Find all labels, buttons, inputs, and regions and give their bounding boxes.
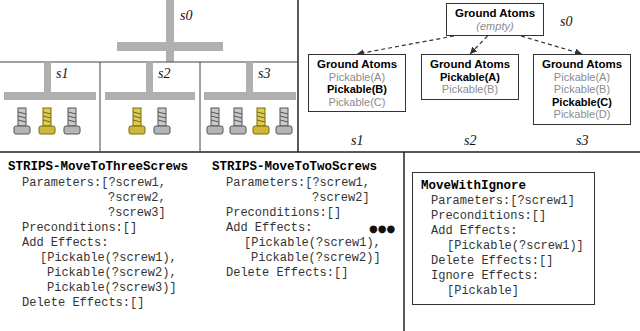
shelf-post bbox=[166, 51, 174, 62]
screw bbox=[64, 108, 80, 134]
screw bbox=[154, 108, 170, 134]
operator-line: Parameters:[?screw1, bbox=[226, 176, 370, 191]
panel-divider bbox=[0, 151, 640, 153]
operator-line: Add Effects: bbox=[22, 236, 108, 251]
operator-line: ?screw2] bbox=[312, 191, 370, 206]
operator-line: Add Effects: bbox=[226, 221, 312, 236]
operator-line: Pickable(?screw2), bbox=[47, 266, 177, 281]
operator-line: Delete Effects:[] bbox=[22, 296, 144, 311]
panel-divider bbox=[297, 0, 299, 152]
screw-pickable bbox=[129, 108, 145, 134]
operator-line: Preconditions:[] bbox=[421, 209, 584, 224]
operator-line: Delete Effects:[] bbox=[226, 266, 348, 281]
screw-pickable bbox=[253, 108, 269, 134]
state-label: s3 bbox=[258, 66, 270, 82]
shelf-bar bbox=[204, 92, 296, 100]
shelf-bar bbox=[117, 42, 223, 51]
atom-text: Pickable(B) bbox=[542, 83, 622, 96]
atom-text: (empty) bbox=[455, 20, 535, 33]
dashed-arrow bbox=[357, 36, 454, 54]
shelf-post bbox=[166, 0, 174, 42]
atom-text: Pickable(B) bbox=[430, 83, 510, 96]
operator-line: Ignore Effects: bbox=[421, 269, 584, 284]
panel-divider bbox=[403, 152, 405, 331]
box-heading: Ground Atoms bbox=[317, 58, 397, 71]
state-label: s0 bbox=[180, 8, 192, 24]
ellipsis-mark: ●●● bbox=[369, 222, 395, 236]
atom-text: Pickable(A) bbox=[317, 71, 397, 84]
operator-name: STRIPS-MoveToTwoScrews bbox=[212, 160, 377, 175]
atom-text: Pickable(B) bbox=[317, 83, 397, 96]
state-frame bbox=[200, 62, 201, 152]
atom-text: Pickable(D) bbox=[542, 108, 622, 121]
atom-text: Pickable(C) bbox=[317, 96, 397, 109]
operator-line: ?screw2, bbox=[108, 191, 166, 206]
screw bbox=[230, 108, 246, 134]
screw bbox=[276, 108, 292, 134]
operator-line: [Pickable(?screw1)] bbox=[421, 239, 584, 254]
shelf-bar bbox=[4, 92, 96, 100]
state-box: Ground AtomsPickable(A)Pickable(B) bbox=[421, 54, 519, 100]
atom-text: Pickable(A) bbox=[430, 71, 510, 84]
operator-line: Preconditions:[] bbox=[22, 221, 137, 236]
box-heading: MoveWithIgnore bbox=[421, 178, 584, 194]
operator-line: Pickable(?screw3)] bbox=[47, 281, 177, 296]
state-label: s0 bbox=[560, 14, 572, 30]
state-label: s1 bbox=[56, 66, 68, 82]
state-box: Ground AtomsPickable(A)Pickable(B)Pickab… bbox=[533, 54, 631, 125]
operator-line: Preconditions:[] bbox=[226, 206, 341, 221]
shelf-post bbox=[44, 62, 51, 92]
state-label: s2 bbox=[464, 133, 476, 149]
operator-line: ?screw3] bbox=[108, 206, 166, 221]
state-label: s2 bbox=[158, 66, 170, 82]
operator-line: [Pickable(?screw1), bbox=[40, 251, 177, 266]
state-label: s3 bbox=[576, 133, 588, 149]
screw bbox=[207, 108, 223, 134]
screw bbox=[14, 108, 30, 134]
operator-line: Parameters:[?screw1] bbox=[421, 194, 584, 209]
dashed-arrow bbox=[521, 36, 582, 54]
shelf-bar bbox=[105, 92, 195, 100]
atom-text: Pickable(A) bbox=[542, 71, 622, 84]
box-heading: Ground Atoms bbox=[542, 58, 622, 71]
operator-name: STRIPS-MoveToThreeScrews bbox=[8, 160, 188, 175]
state-label: s1 bbox=[351, 133, 363, 149]
dashed-arrow bbox=[470, 36, 488, 54]
atom-text: Pickable(C) bbox=[542, 96, 622, 109]
operator-line: [Pickable(?screw1), bbox=[244, 236, 381, 251]
state-frame bbox=[100, 62, 101, 152]
screw-pickable bbox=[39, 108, 55, 134]
operator-box: MoveWithIgnoreParameters:[?screw1]Precon… bbox=[412, 172, 595, 305]
state-box: Ground Atoms(empty) bbox=[446, 3, 544, 36]
shelf-post bbox=[146, 62, 153, 92]
box-heading: Ground Atoms bbox=[455, 7, 535, 20]
operator-line: Parameters:[?screw1, bbox=[22, 176, 166, 191]
shelf-post bbox=[246, 62, 253, 92]
state-box: Ground AtomsPickable(A)Pickable(B)Pickab… bbox=[308, 54, 406, 112]
operator-line: Pickable(?screw2)] bbox=[251, 251, 381, 266]
operator-line: [Pickable] bbox=[421, 284, 584, 299]
operator-line: Delete Effects:[] bbox=[421, 254, 584, 269]
box-heading: Ground Atoms bbox=[430, 58, 510, 71]
operator-line: Add Effects: bbox=[421, 224, 584, 239]
